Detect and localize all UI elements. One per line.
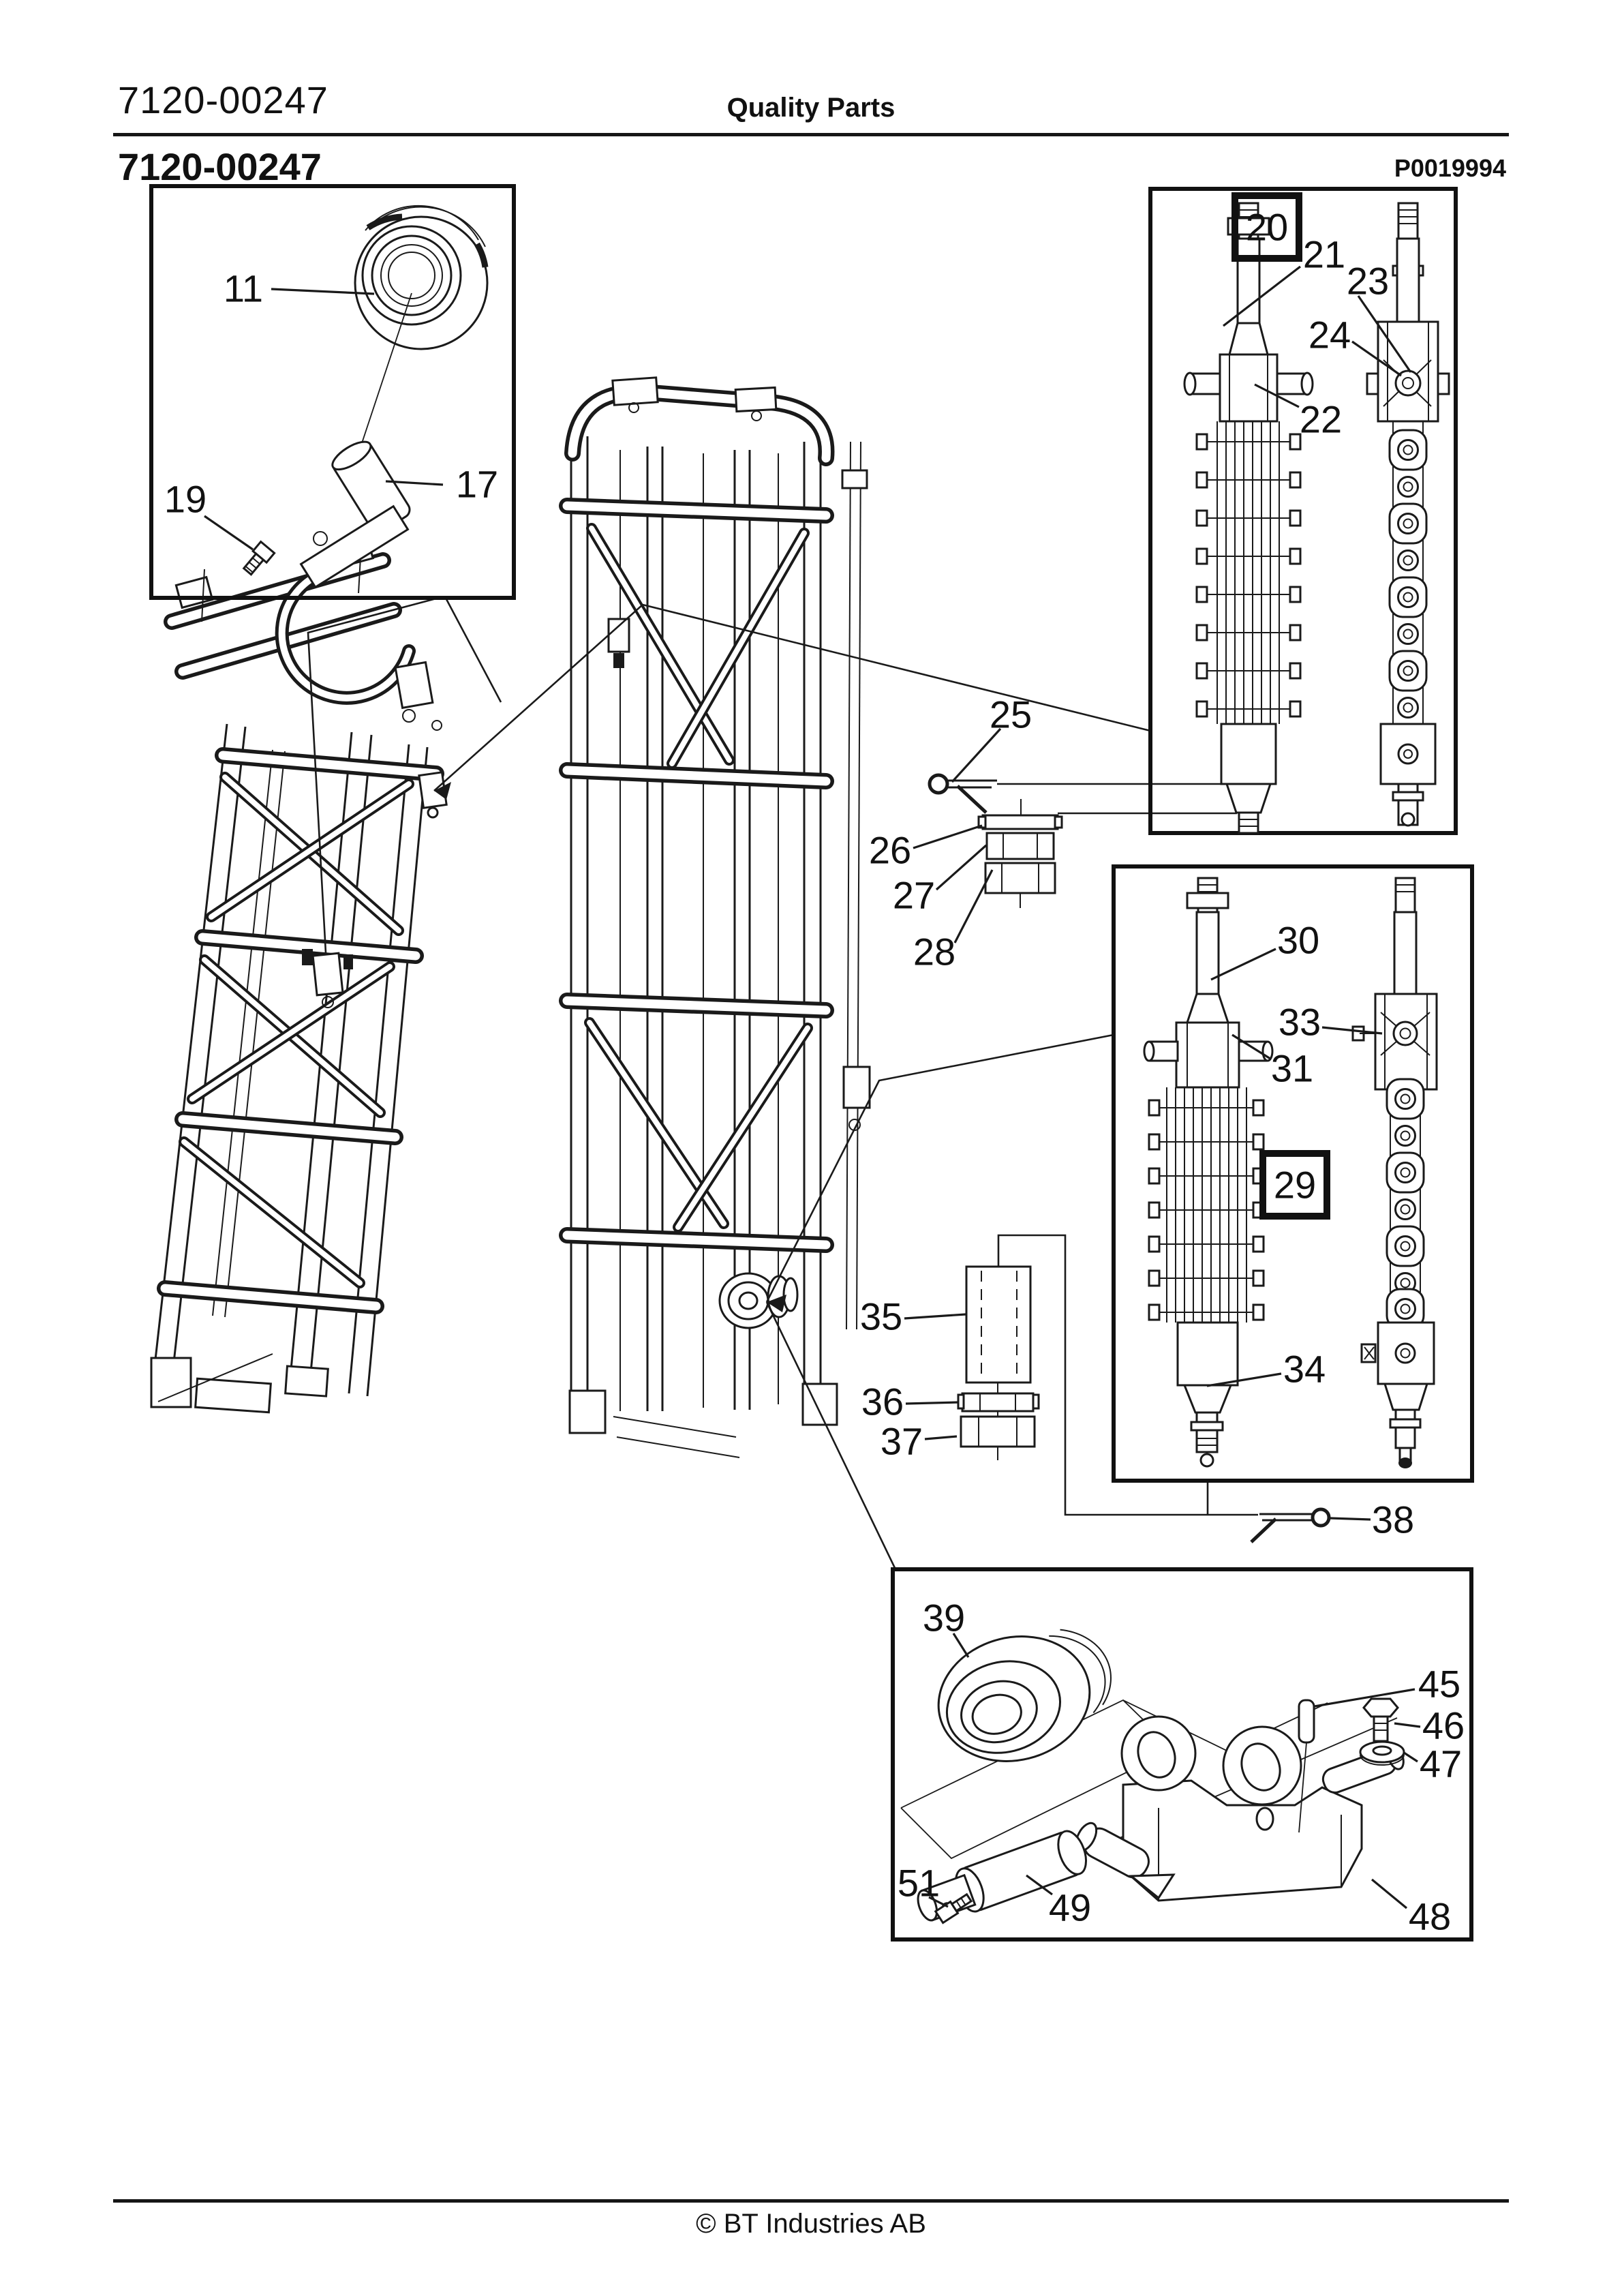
leaf-chain-wide: [1148, 1087, 1265, 1323]
leader-line-11: [271, 288, 375, 295]
bolt-46: [1362, 1697, 1399, 1742]
part-ref-20: 20: [1246, 206, 1288, 249]
roller-49: [917, 1830, 1088, 1922]
roller-screw: [242, 540, 276, 576]
left-mast-assembly: [150, 537, 448, 1414]
leader-line-51: [928, 1896, 949, 1908]
leader-line-17: [385, 480, 444, 486]
leader-line-49: [1026, 1874, 1053, 1896]
part-ref-23: 23: [1347, 260, 1389, 303]
loose-parts: [928, 773, 1331, 1543]
part-ref-28: 28: [913, 931, 955, 973]
leader-line-45: [1314, 1688, 1416, 1708]
spacer-cylinder-35: [965, 1265, 1032, 1384]
leader-line-19: [204, 515, 254, 551]
leader-line-48: [1371, 1878, 1408, 1909]
bracket-pin-45: [1298, 1699, 1315, 1833]
leader-line-22: [1254, 383, 1300, 408]
header-rule: [113, 133, 1509, 136]
washer-47: [1359, 1740, 1405, 1766]
roller-pin: [299, 440, 411, 589]
detail-box-chain-wheel: [891, 1567, 1473, 1942]
leader-line-46: [1394, 1722, 1421, 1728]
leader-line-28: [953, 869, 994, 943]
leader-line-37: [924, 1435, 958, 1440]
leader-line-24: [1351, 340, 1402, 377]
chain-wheel-pulley: [937, 1629, 1112, 1762]
leader-line-27: [935, 844, 988, 891]
part-ref-49: 49: [1049, 1886, 1091, 1929]
mast-roller: [354, 205, 489, 456]
leader-line-35: [904, 1313, 966, 1320]
part-ref-21: 21: [1303, 233, 1345, 276]
footer-rule: [113, 2199, 1509, 2203]
mast-pulley-wheel: [718, 1272, 799, 1329]
chain-wheel-bracket: [1075, 1715, 1405, 1902]
part-ref-31: 31: [1271, 1047, 1313, 1090]
leaf-chain: [1195, 421, 1302, 724]
part-ref-39: 39: [923, 1597, 965, 1640]
screw-51: [934, 1892, 973, 1924]
connector-lines: [307, 597, 1258, 1569]
boxed-ref-20: [1231, 192, 1302, 262]
leader-line-34: [1206, 1372, 1282, 1387]
part-ref-36: 36: [861, 1380, 904, 1423]
leader-line-21: [1223, 265, 1301, 327]
nut-36: [957, 1383, 1040, 1413]
leader-line-30: [1210, 948, 1276, 981]
part-ref-35: 35: [860, 1295, 902, 1338]
nut-stack-26-27-28: [977, 799, 1063, 908]
part-ref-24: 24: [1309, 314, 1351, 357]
part-ref-34: 34: [1283, 1348, 1326, 1391]
leader-line-39: [952, 1633, 970, 1658]
detail-box-roller: [149, 184, 516, 600]
leader-line-25: [951, 727, 1002, 783]
leaf-chain-anchor: [1183, 202, 1314, 834]
leaf-chain-anchor-lower: [1143, 877, 1274, 1468]
leader-line-36: [905, 1401, 960, 1405]
boxed-ref-29: [1259, 1150, 1330, 1220]
part-ref-47: 47: [1420, 1742, 1462, 1785]
part-ref-25: 25: [990, 693, 1032, 736]
part-ref-29: 29: [1274, 1164, 1316, 1207]
part-ref-22: 22: [1300, 398, 1342, 441]
detail-box-chain-anchors-top: [1148, 187, 1458, 835]
cotter-pin-25: [928, 773, 997, 814]
doc-number: 7120-00247: [118, 78, 328, 121]
part-ref-51: 51: [898, 1862, 940, 1905]
part-ref-30: 30: [1277, 919, 1319, 962]
part-ref-17: 17: [456, 463, 498, 506]
roller-chain-lower: [1386, 1078, 1425, 1330]
figure-code: P0019994: [1394, 154, 1506, 182]
section-number: 7120-00247: [118, 145, 322, 188]
detail-box-chain-anchors-middle: [1112, 864, 1474, 1483]
leader-line-38: [1330, 1517, 1371, 1521]
part-ref-38: 38: [1372, 1498, 1414, 1541]
leader-line-47: [1403, 1751, 1418, 1763]
part-ref-11: 11: [224, 267, 263, 310]
part-ref-48: 48: [1409, 1895, 1451, 1938]
part-ref-45: 45: [1418, 1663, 1460, 1706]
part-ref-19: 19: [164, 478, 206, 521]
leader-line-33: [1321, 1026, 1383, 1035]
nut-37: [960, 1411, 1036, 1460]
leader-line-26: [913, 824, 983, 849]
page-header-title: Quality Parts: [726, 93, 896, 123]
roller-chain-anchor: [1366, 202, 1450, 827]
center-mast-assembly: [559, 376, 871, 1458]
part-ref-46: 46: [1422, 1704, 1465, 1747]
footer-copyright: © BT Industries AB: [696, 2209, 926, 2239]
leader-line-31: [1231, 1033, 1271, 1060]
part-ref-26: 26: [869, 829, 911, 872]
roller-chain-anchor-lower: [1351, 877, 1438, 1468]
part-ref-27: 27: [893, 874, 935, 917]
leader-line-23: [1357, 295, 1412, 373]
part-ref-33: 33: [1279, 1001, 1321, 1044]
cotter-pin-38: [1250, 1507, 1331, 1543]
part-ref-37: 37: [881, 1420, 923, 1463]
roller-chain: [1388, 421, 1428, 724]
